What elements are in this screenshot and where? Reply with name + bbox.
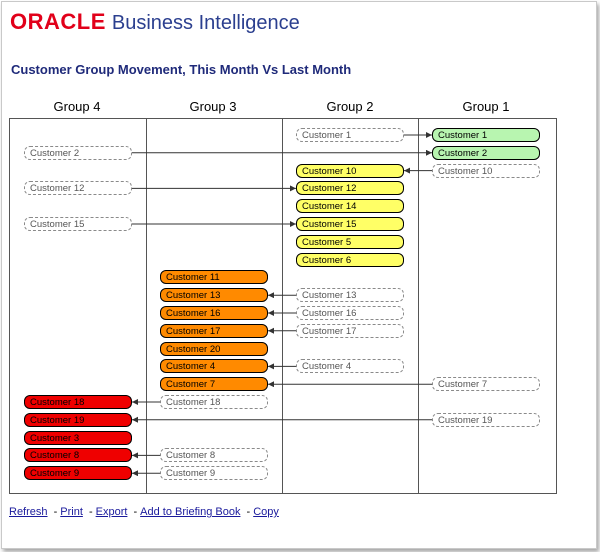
previous-position-customer-1: Customer 1	[296, 128, 404, 142]
customer-node-customer-5[interactable]: Customer 5	[296, 234, 404, 249]
copy-link[interactable]: Copy	[253, 506, 279, 518]
column-divider	[418, 119, 419, 493]
refresh-link[interactable]: Refresh	[9, 506, 48, 518]
print-link[interactable]: Print	[60, 506, 83, 518]
link-separator: -	[246, 506, 251, 518]
report-title: Customer Group Movement, This Month Vs L…	[11, 62, 352, 77]
column-header-group-3: Group 3	[189, 99, 237, 114]
previous-position-customer-13: Customer 13	[296, 288, 404, 303]
export-link[interactable]: Export	[95, 506, 128, 518]
report-links: Refresh -Print -Export -Add to Briefing …	[9, 506, 279, 518]
previous-position-customer-4: Customer 4	[296, 359, 404, 374]
customer-node-customer-13[interactable]: Customer 13	[160, 288, 268, 303]
customer-node-customer-1[interactable]: Customer 1	[432, 128, 540, 142]
column-header-group-2: Group 2	[326, 99, 374, 114]
customer-node-customer-4[interactable]: Customer 4	[160, 359, 268, 374]
customer-node-customer-11[interactable]: Customer 11	[160, 270, 268, 285]
customer-node-customer-12[interactable]: Customer 12	[296, 181, 404, 196]
customer-node-customer-9[interactable]: Customer 9	[24, 466, 132, 481]
previous-position-customer-12: Customer 12	[24, 181, 132, 196]
product-name: Business Intelligence	[111, 12, 300, 34]
customer-node-customer-20[interactable]: Customer 20	[160, 341, 268, 356]
column-divider	[146, 119, 147, 493]
previous-position-customer-7: Customer 7	[432, 377, 540, 392]
column-header-group-1: Group 1	[462, 99, 510, 114]
column-divider	[282, 119, 283, 493]
previous-position-customer-8: Customer 8	[160, 448, 268, 463]
previous-position-customer-10: Customer 10	[432, 163, 540, 178]
customer-node-customer-14[interactable]: Customer 14	[296, 199, 404, 214]
link-separator: -	[133, 506, 138, 518]
customer-node-customer-7[interactable]: Customer 7	[160, 377, 268, 392]
customer-node-customer-6[interactable]: Customer 6	[296, 252, 404, 267]
customer-node-customer-18[interactable]: Customer 18	[24, 395, 132, 409]
customer-node-customer-15[interactable]: Customer 15	[296, 217, 404, 231]
customer-node-customer-17[interactable]: Customer 17	[160, 323, 268, 338]
customer-node-customer-16[interactable]: Customer 16	[160, 306, 268, 320]
link-separator: -	[53, 506, 58, 518]
previous-position-customer-17: Customer 17	[296, 323, 404, 338]
previous-position-customer-16: Customer 16	[296, 306, 404, 320]
previous-position-customer-18: Customer 18	[160, 395, 268, 409]
column-header-group-4: Group 4	[53, 99, 101, 114]
previous-position-customer-9: Customer 9	[160, 466, 268, 481]
previous-position-customer-19: Customer 19	[432, 412, 540, 427]
movement-arrows	[132, 132, 432, 477]
link-separator: -	[88, 506, 93, 518]
group-movement-diagram: Customer 1 Customer 1 Customer 2 Customer 2…	[9, 118, 557, 494]
customer-node-customer-8[interactable]: Customer 8	[24, 448, 132, 463]
customer-node-customer-2[interactable]: Customer 2	[432, 145, 540, 160]
previous-position-customer-15: Customer 15	[24, 217, 132, 231]
oracle-wordmark: ORACLE	[10, 9, 106, 34]
previous-position-customer-2: Customer 2	[24, 145, 132, 160]
customer-node-customer-3[interactable]: Customer 3	[24, 430, 132, 445]
customer-node-customer-19[interactable]: Customer 19	[24, 412, 132, 427]
add-to-briefing-book-link[interactable]: Add to Briefing Book	[140, 506, 241, 518]
customer-node-customer-10[interactable]: Customer 10	[296, 163, 404, 178]
